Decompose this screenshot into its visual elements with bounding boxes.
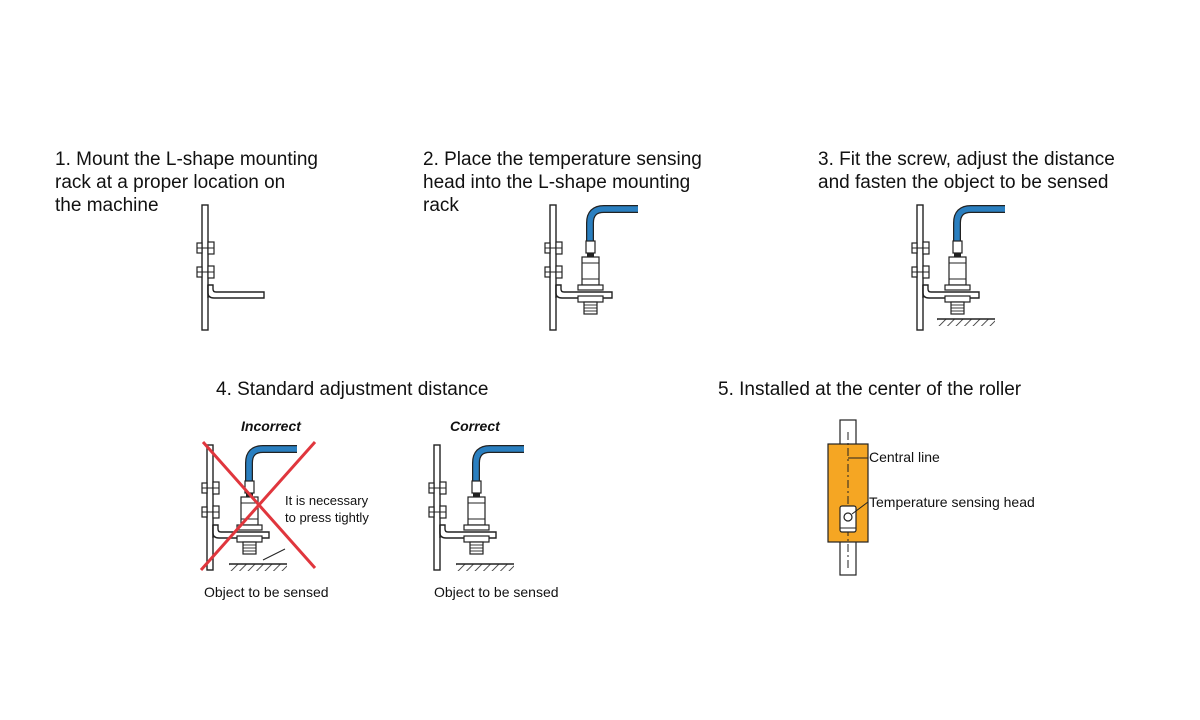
step2-title: 2. Place the temperature sensing head in… <box>423 149 702 216</box>
step2-sensor-figure <box>544 204 658 331</box>
incorrect-label: Incorrect <box>241 418 301 434</box>
correct-label: Correct <box>450 418 500 434</box>
incorrect-caption: Object to be sensed <box>204 584 329 600</box>
step1-title: 1. Mount the L-shape mounting rack at a … <box>55 149 319 216</box>
step4-title: 4. Standard adjustment distance <box>216 379 489 400</box>
correct-figure <box>428 444 540 572</box>
incorrect-figure <box>199 441 317 572</box>
step3-title: 3. Fit the screw, adjust the distance an… <box>818 149 1115 193</box>
incorrect-note: It is necessary to press tightly <box>285 493 369 525</box>
roller-figure <box>827 419 869 576</box>
correct-caption: Object to be sensed <box>434 584 559 600</box>
step1-bracket-figure <box>196 204 265 331</box>
step3-fastened-figure <box>911 204 1025 331</box>
central-line-label: Central line <box>869 449 940 465</box>
sensing-head-label: Temperature sensing head <box>869 494 1035 510</box>
step5-title: 5. Installed at the center of the roller <box>718 379 1022 400</box>
